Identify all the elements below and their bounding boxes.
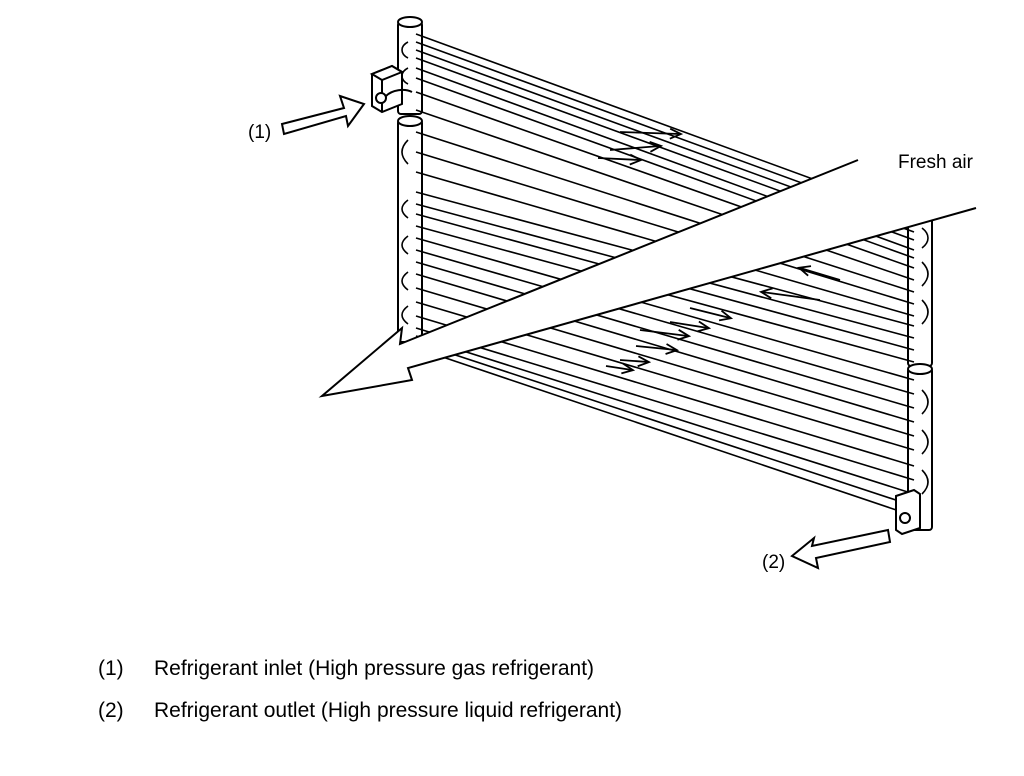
condenser-body: [397, 16, 933, 531]
legend-item-inlet: (1) Refrigerant inlet (High pressure gas …: [98, 657, 594, 681]
tube-return-bends: [401, 41, 929, 495]
legend-number: (1): [98, 657, 124, 680]
inlet-marker-label: (1): [248, 122, 272, 143]
legend-number: (2): [98, 699, 124, 722]
refrigerant-flow-arrows: [597, 132, 841, 370]
outlet-fitting: [895, 488, 921, 536]
legend-text: Refrigerant inlet (High pressure gas ref…: [154, 657, 595, 680]
outlet-arrow: [790, 528, 892, 570]
inlet-fitting: [369, 64, 413, 114]
inlet-arrow: [280, 94, 366, 136]
outlet-marker-label: (2): [762, 552, 786, 573]
legend-text: Refrigerant outlet (High pressure liquid…: [154, 699, 623, 722]
legend-item-outlet: (2) Refrigerant outlet (High pressure liq…: [98, 699, 622, 723]
fresh-air-arrow: [318, 159, 977, 398]
fresh-air-label: Fresh air: [898, 152, 973, 173]
